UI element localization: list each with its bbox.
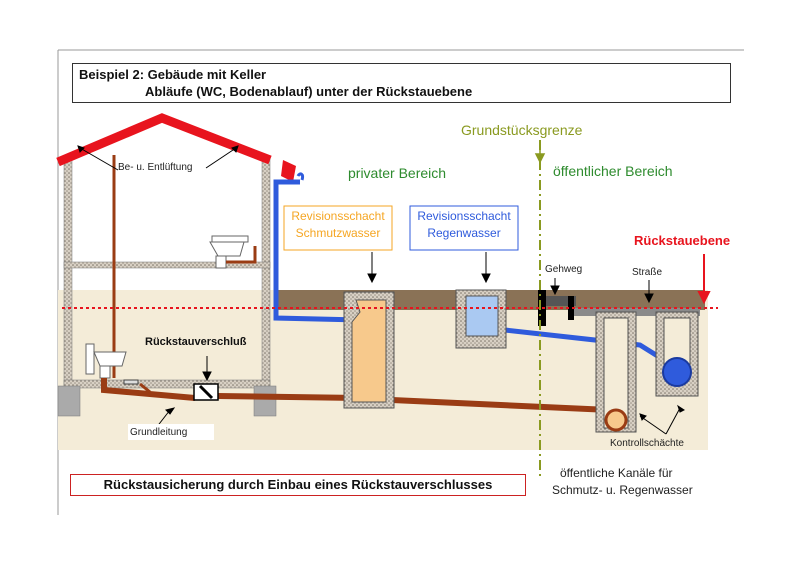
roof [56, 113, 272, 167]
label-box-grundleitung [128, 424, 214, 440]
basement-drain-pipe [101, 378, 196, 401]
house-wall-right [261, 157, 271, 389]
title-line-2: Abläufe (WC, Bodenablauf) unter der Rück… [145, 84, 473, 99]
label-kanaele-2: Schmutz- u. Regenwasser [552, 483, 693, 497]
control-shaft-wastewater [595, 311, 637, 433]
label-box-regen [409, 205, 519, 251]
title-line-1: Beispiel 2: Gebäude mit Keller [79, 67, 267, 82]
floor-drain-pipe [139, 382, 151, 394]
label-box-schmutz [283, 205, 393, 251]
label-oeffentlicher-bereich: öffentlicher Bereich [553, 163, 673, 179]
label-rs-regen-2: Regenwasser [427, 226, 501, 240]
label-belueftung: Be- u. Entlüftung [118, 162, 193, 173]
sidewalk-edge [568, 296, 574, 320]
floor-ground [63, 261, 271, 269]
control-shaft-rainwater [655, 311, 699, 397]
ground-pipe-a [217, 393, 361, 401]
boundary-arrow [534, 142, 546, 164]
wc-upper-icon [209, 235, 257, 269]
foundation-left [57, 385, 81, 417]
rainwater-downpipe [273, 179, 361, 323]
floor-drain-icon [123, 379, 139, 385]
label-rueckstauebene: Rückstauebene [634, 233, 731, 248]
shaft-rainwater [455, 289, 507, 349]
backflow-level-arrow [697, 254, 711, 305]
shaft-wastewater [343, 291, 395, 409]
label-rs-schmutz-2: Schmutzwasser [295, 226, 381, 240]
caption: Rückstausicherung durch Einbau eines Rüc… [70, 474, 526, 496]
house-wall-left [63, 157, 73, 389]
backflow-valve-icon [193, 383, 219, 401]
label-grundleitung: Grundleitung [130, 427, 188, 438]
label-strasse: Straße [632, 267, 663, 278]
label-kontrollschaechte: Kontrollschächte [610, 438, 684, 449]
label-rs-regen-1: Revisionsschacht [417, 209, 511, 223]
title-box: Beispiel 2: Gebäude mit Keller Abläufe (… [72, 63, 731, 103]
roof-gutter [281, 160, 296, 182]
callout-arrows [77, 145, 685, 435]
label-rueckstauverschluss: Rückstauverschluß [145, 336, 247, 348]
label-privater-bereich: privater Bereich [348, 165, 447, 181]
floor-basement [63, 379, 271, 389]
label-kanaele-1: öffentliche Kanäle für [560, 466, 673, 480]
wc-basement-icon [85, 343, 127, 379]
downpipe-hook [296, 172, 304, 181]
label-gehweg: Gehweg [545, 264, 583, 275]
sidewalk [540, 296, 576, 306]
foundation-right [253, 385, 277, 417]
label-grundstuecksgrenze: Grundstücksgrenze [461, 122, 583, 138]
label-rs-schmutz-1: Revisionsschacht [291, 209, 385, 223]
